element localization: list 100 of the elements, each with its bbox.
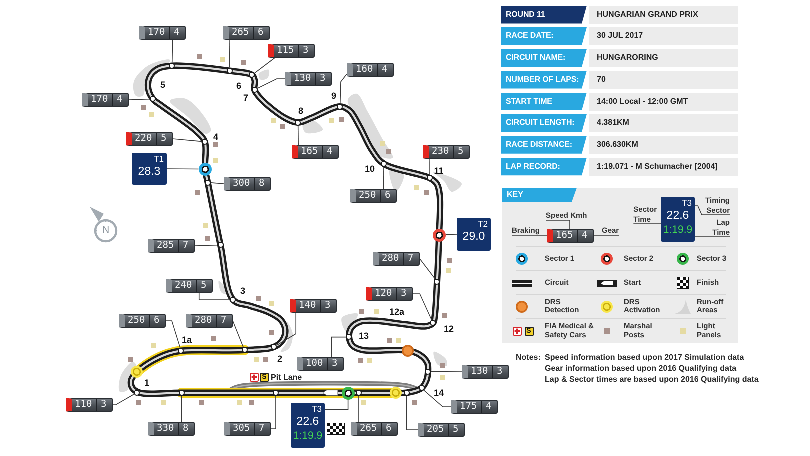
- leader-line: [431, 371, 462, 372]
- leader-line: [276, 312, 296, 346]
- sector-label: T3: [312, 405, 322, 414]
- speed-value: 165: [301, 146, 318, 158]
- speed-value: 170: [148, 27, 166, 39]
- turn-number: 1: [144, 378, 150, 388]
- sector-marker: [432, 228, 446, 242]
- speed-value: 140: [299, 300, 316, 312]
- sector-label: T1: [154, 155, 164, 164]
- speed-value: 120: [375, 288, 392, 300]
- field-value: 70: [589, 70, 738, 89]
- speed-gear-panel: [547, 229, 594, 243]
- gear-value: 4: [117, 94, 123, 106]
- gear-value: 4: [582, 230, 588, 242]
- leader-line: [445, 234, 458, 236]
- turn-number: 2: [278, 354, 282, 364]
- gear-value: 7: [408, 253, 414, 265]
- note-text: Lap & Sector times are based upon 2016 Qualifying data: [545, 375, 759, 385]
- gear-value: 6: [258, 27, 264, 39]
- gear-value: 4: [486, 401, 492, 413]
- leader-line: [406, 396, 418, 430]
- leader-line: [298, 126, 299, 146]
- gear-value: 3: [497, 366, 503, 378]
- speed-value: 300: [233, 178, 250, 190]
- speed-gear-panel: [224, 177, 271, 191]
- sector-label: T2: [478, 220, 488, 229]
- leader-line: [194, 244, 218, 246]
- speed-value: 160: [356, 64, 374, 76]
- track-point-marker: [249, 72, 256, 78]
- speed-gear-panel: [139, 26, 186, 40]
- leader-line: [546, 220, 570, 230]
- turn-number: 8: [298, 106, 304, 116]
- sector-marker: [198, 162, 212, 176]
- gear-value: 4: [174, 27, 180, 39]
- speed-gear-panel: [148, 422, 195, 436]
- north-label: N: [102, 226, 110, 236]
- speed-value: 115: [277, 45, 294, 57]
- key-panel: [502, 188, 738, 343]
- note-text: Speed information based upon 2017 Simulation data: [545, 353, 744, 363]
- speed-gear-panel: [186, 314, 233, 328]
- leader-line: [128, 98, 150, 100]
- turn-number: 5: [160, 80, 166, 90]
- speed-gear-panel: [119, 314, 166, 328]
- leader-line: [254, 58, 276, 74]
- leader-line: [172, 138, 202, 142]
- speed-value: 250: [359, 190, 376, 202]
- pit-lane-label: Pit Lane: [271, 372, 302, 382]
- sector-time-panel: [457, 218, 491, 251]
- speed-value: 285: [157, 240, 174, 252]
- gear-value: 3: [401, 288, 407, 300]
- field-value: 4.381KM: [589, 114, 738, 132]
- speed-gear-panel: [66, 398, 113, 412]
- field-value: 14:00 Local - 12:00 GMT: [589, 92, 738, 110]
- lap-time: 1:19.9: [293, 430, 323, 442]
- field-value: 30 JUL 2017: [589, 27, 738, 46]
- leader-line: [270, 396, 276, 430]
- turn-number: 9: [332, 91, 336, 101]
- speed-value: 230: [432, 146, 450, 158]
- leader-line: [594, 235, 620, 236]
- speed-gear-panel: [423, 145, 470, 159]
- sector-time: 29.0: [462, 231, 486, 243]
- speed-value: 205: [427, 424, 444, 436]
- gear-value: 6: [385, 190, 391, 202]
- leader-line: [166, 320, 181, 348]
- leader-line: [166, 168, 200, 170]
- field-label: NUMBER OF LAPS:: [501, 70, 587, 89]
- speed-gear-panel: [347, 63, 394, 77]
- speed-gear-panel: [82, 93, 129, 107]
- turn-number: 1a: [182, 335, 192, 345]
- field-label: LAP RECORD:: [501, 158, 587, 176]
- sector-time-panel: [291, 403, 325, 448]
- sector-time: 28.3: [138, 166, 161, 178]
- gear-value: 7: [183, 240, 189, 252]
- note-text: Gear information based upon 2016 Qualifying data: [545, 364, 737, 374]
- gear-value: 5: [161, 133, 167, 145]
- speed-value: 170: [91, 94, 108, 106]
- speed-value: 110: [75, 399, 92, 411]
- speed-gear-panel: [223, 26, 270, 40]
- speed-gear-panel: [451, 400, 498, 414]
- leader-line: [412, 294, 432, 321]
- gear-value: 4: [382, 64, 388, 76]
- leader-line: [694, 206, 730, 216]
- round-label: ROUND 11: [501, 6, 587, 24]
- speed-gear-panel: [366, 287, 413, 301]
- gear-value: 3: [303, 45, 309, 57]
- leader-line: [172, 40, 174, 64]
- sector-time: 22.6: [296, 416, 320, 428]
- gear-value: 3: [325, 300, 331, 312]
- turn-number: 3: [240, 286, 246, 296]
- gear-value: 5: [201, 280, 207, 292]
- turn-number: 7: [244, 93, 248, 103]
- sector-label: T3: [682, 199, 692, 208]
- turn-number: 12a: [389, 307, 405, 317]
- leader-line: [512, 235, 548, 236]
- field-label: CIRCUIT NAME:: [501, 49, 587, 68]
- leader-line: [424, 390, 452, 408]
- speed-value: 330: [157, 423, 174, 435]
- speed-gear-panel: [285, 72, 332, 86]
- field-value: HUNGARIAN GRAND PRIX: [589, 6, 738, 24]
- speed-value: 240: [175, 280, 192, 292]
